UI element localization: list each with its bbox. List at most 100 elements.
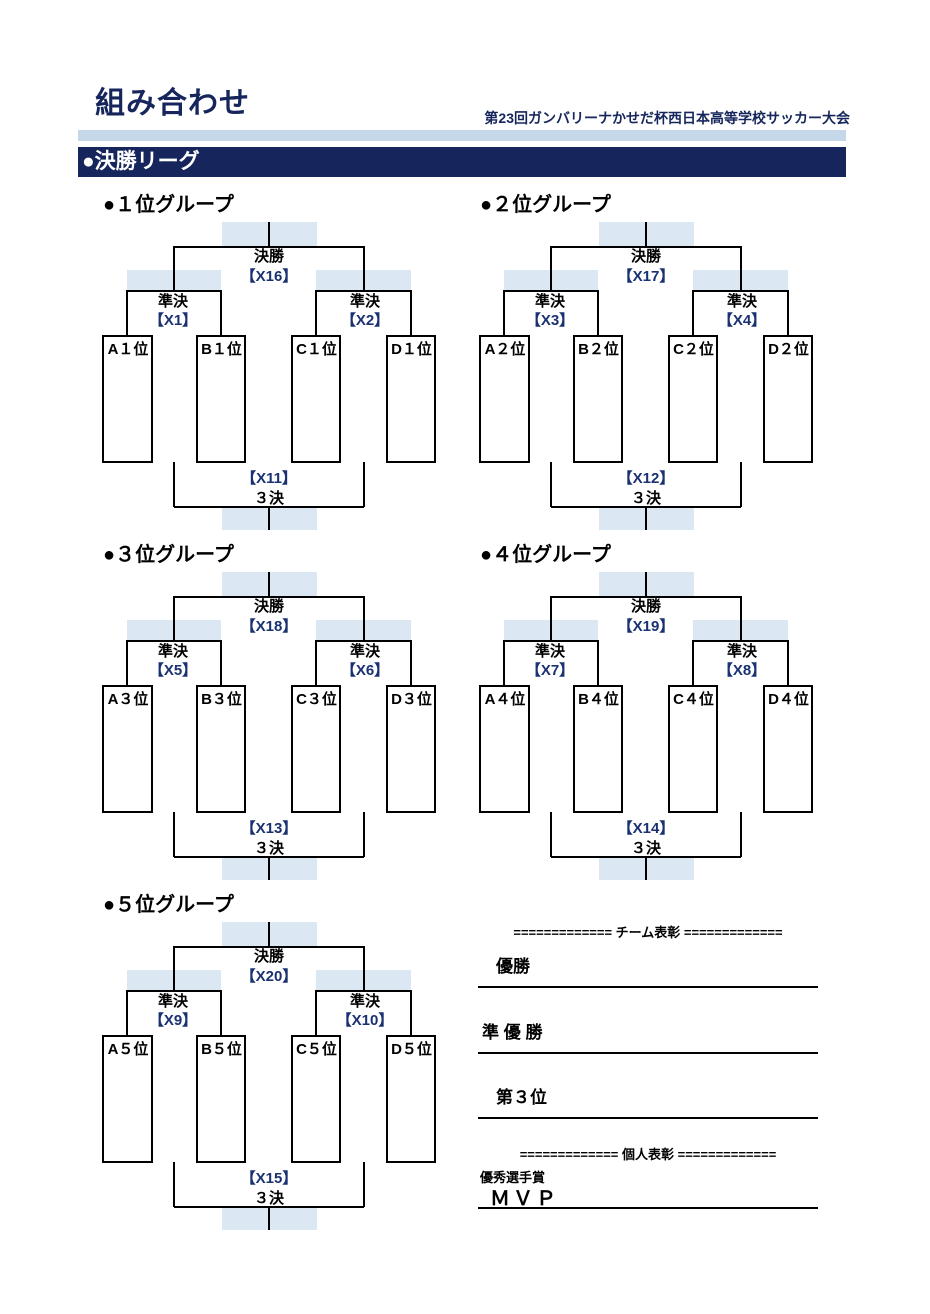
group-title: ●１位グループ — [103, 194, 234, 216]
semifinal-right-code: 【X8】 — [717, 662, 767, 679]
third-place-label: ３決 — [630, 490, 662, 507]
semifinal-right-label: 準決 — [726, 293, 758, 310]
team-box — [668, 685, 718, 813]
semifinal-left-code: 【X3】 — [525, 312, 575, 329]
team-slot: B１位 — [201, 341, 242, 358]
group-title: ●２位グループ — [480, 194, 611, 216]
final-label: 決勝 — [630, 598, 662, 615]
team-slot: B５位 — [201, 1041, 242, 1058]
semifinal-left-label: 準決 — [534, 293, 566, 310]
team-slot: B４位 — [578, 691, 619, 708]
group-title: ●３位グループ — [103, 544, 234, 566]
final-match-code: 【X18】 — [240, 618, 298, 635]
team-slot: A３位 — [107, 691, 149, 708]
final-label: 決勝 — [253, 948, 285, 965]
divider-bar — [78, 130, 846, 141]
team-slot: B２位 — [578, 341, 619, 358]
final-label: 決勝 — [630, 248, 662, 265]
team-box — [102, 335, 153, 463]
tournament-subtitle: 第23回ガンバリーナかせだ杯西日本高等学校サッカー大会 — [484, 110, 850, 126]
final-label: 決勝 — [253, 248, 285, 265]
semifinal-right-code: 【X4】 — [717, 312, 767, 329]
team-box — [668, 335, 718, 463]
third-place-label: ３決 — [253, 490, 285, 507]
semifinal-right-code: 【X2】 — [340, 312, 390, 329]
team-box — [291, 1035, 341, 1163]
team-slot: C３位 — [296, 691, 337, 708]
team-box — [479, 685, 530, 813]
page-title: 組み合わせ — [95, 87, 250, 120]
third-place-label: ３決 — [253, 1190, 285, 1207]
final-match-code: 【X17】 — [617, 268, 675, 285]
champion-label: 優勝 — [496, 957, 530, 976]
team-slot: A４位 — [484, 691, 526, 708]
semifinal-left-code: 【X9】 — [148, 1012, 198, 1029]
team-box — [573, 335, 623, 463]
team-slot: D３位 — [391, 691, 432, 708]
third-place-label: ３決 — [253, 840, 285, 857]
team-slot: A２位 — [484, 341, 526, 358]
team-slot: C５位 — [296, 1041, 337, 1058]
bracket-group: ●１位グループ — [95, 188, 445, 534]
semifinal-left-label: 準決 — [157, 643, 189, 660]
semifinal-left-label: 準決 — [157, 293, 189, 310]
third-place-code: 【X15】 — [240, 1170, 298, 1187]
team-box — [763, 335, 813, 463]
third-place-code: 【X14】 — [617, 820, 675, 837]
group-title: ●５位グループ — [103, 894, 234, 916]
final-match-code: 【X16】 — [240, 268, 298, 285]
mvp-caption: 優秀選手賞 — [480, 1170, 546, 1185]
team-box — [291, 335, 341, 463]
team-box — [196, 335, 246, 463]
team-slot: C４位 — [673, 691, 714, 708]
team-box — [291, 685, 341, 813]
team-slot: D１位 — [391, 341, 432, 358]
runner-up-label: 準 優 勝 — [482, 1023, 543, 1042]
group-title: ●４位グループ — [480, 544, 611, 566]
bracket-group: ●３位グループ — [95, 538, 445, 884]
semifinal-right-label: 準決 — [349, 293, 381, 310]
team-box — [102, 1035, 153, 1163]
bracket-group: ●５位グループ — [95, 888, 445, 1234]
bracket-group: ●４位グループ — [472, 538, 822, 884]
team-box — [763, 685, 813, 813]
semifinal-right-code: 【X10】 — [336, 1012, 394, 1029]
team-awards-header: ============= チーム表彰 ============= — [513, 925, 783, 940]
semifinal-left-code: 【X1】 — [148, 312, 198, 329]
semifinal-right-code: 【X6】 — [340, 662, 390, 679]
team-slot: D２位 — [768, 341, 809, 358]
third-place-award-label: 第３位 — [496, 1088, 547, 1107]
final-match-code: 【X19】 — [617, 618, 675, 635]
team-box — [196, 685, 246, 813]
mvp-label: ＭＶＰ — [490, 1188, 559, 1210]
bracket-lines — [102, 222, 436, 530]
third-place-blank-line — [478, 1117, 818, 1119]
team-box — [102, 685, 153, 813]
final-label: 決勝 — [253, 598, 285, 615]
team-box — [386, 685, 436, 813]
mvp-blank-line — [478, 1207, 818, 1209]
team-slot: C１位 — [296, 341, 337, 358]
semifinal-right-label: 準決 — [349, 643, 381, 660]
team-box — [196, 1035, 246, 1163]
bracket-group: ●２位グループ — [472, 188, 822, 534]
team-slot: C２位 — [673, 341, 714, 358]
semifinal-left-label: 準決 — [157, 993, 189, 1010]
semifinal-left-code: 【X7】 — [525, 662, 575, 679]
champion-blank-line — [478, 986, 818, 988]
team-box — [479, 335, 530, 463]
semifinal-right-label: 準決 — [349, 993, 381, 1010]
final-match-code: 【X20】 — [240, 968, 298, 985]
bracket-lines — [102, 922, 436, 1230]
third-place-code: 【X11】 — [241, 470, 297, 487]
bracket-lines — [479, 222, 813, 530]
semifinal-left-code: 【X5】 — [148, 662, 198, 679]
team-slot: A１位 — [107, 341, 149, 358]
team-slot: A５位 — [107, 1041, 149, 1058]
third-place-code: 【X13】 — [240, 820, 298, 837]
awards-panel: ============= チーム表彰 ============= 優勝 準 優… — [478, 920, 818, 1215]
team-box — [573, 685, 623, 813]
team-slot: D４位 — [768, 691, 809, 708]
team-box — [386, 335, 436, 463]
team-slot: B３位 — [201, 691, 242, 708]
